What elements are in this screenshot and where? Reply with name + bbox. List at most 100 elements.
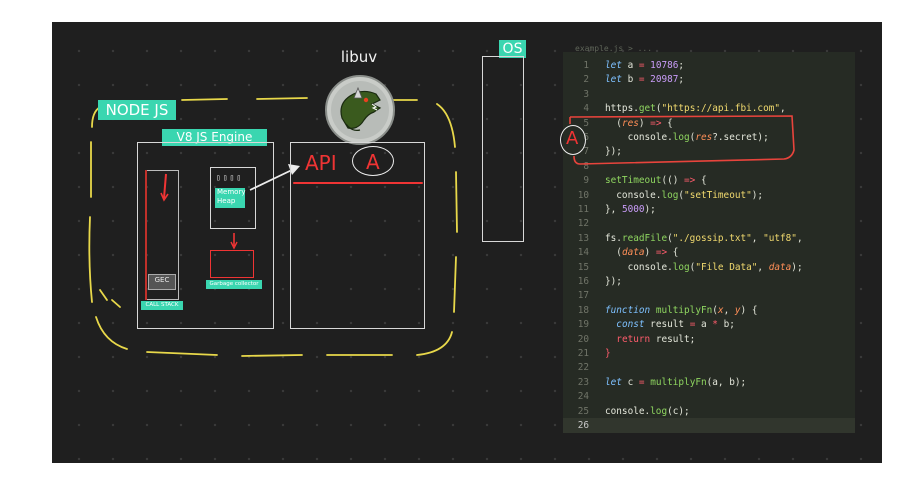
code-token: "File Data" <box>695 261 758 273</box>
line-number: 1 <box>583 60 589 71</box>
code-token <box>605 334 616 345</box>
code-line[interactable]: 22 <box>563 360 855 375</box>
api-box <box>290 142 425 329</box>
line-number: 3 <box>583 88 589 100</box>
line-number: 16 <box>577 276 589 287</box>
code-token <box>605 319 616 330</box>
code-marker-circle <box>560 125 586 155</box>
code-token: => <box>655 247 668 259</box>
os-label: OS <box>499 40 526 58</box>
code-line[interactable]: 19 const result = a * b; <box>563 317 855 332</box>
down-arrow-icon <box>160 173 169 202</box>
code-token: let <box>605 60 622 71</box>
code-token: }, <box>605 204 622 215</box>
code-text: }, 5000); <box>605 202 656 217</box>
code-line[interactable]: 17 <box>563 288 855 303</box>
code-token: b; <box>717 319 735 331</box>
code-token: = <box>638 60 645 71</box>
code-line[interactable]: 15 console.log("File Data", data); <box>563 260 855 275</box>
code-line[interactable]: 21} <box>563 346 855 361</box>
line-number: 23 <box>577 376 589 388</box>
code-token: ); <box>791 261 803 273</box>
code-token: log <box>672 261 690 273</box>
line-number: 14 <box>577 247 589 259</box>
code-token: (a, b); <box>706 376 747 388</box>
code-text: (res) => { <box>605 116 672 131</box>
line-number: 4 <box>583 103 589 115</box>
heap-to-api-arrow-icon <box>249 164 300 191</box>
code-token: result <box>644 319 690 331</box>
code-token: let <box>605 74 622 86</box>
memory-heap-box <box>210 167 256 229</box>
code-token: ) { <box>740 304 758 316</box>
code-line[interactable]: 11}, 5000); <box>563 202 855 217</box>
code-line[interactable]: 16}); <box>563 274 855 289</box>
code-token: console. <box>605 132 673 143</box>
code-token: ( <box>605 117 622 129</box>
code-line[interactable]: 5 (res) => { <box>563 116 855 131</box>
code-token: setTimeout <box>605 175 662 187</box>
code-token: const <box>616 319 645 331</box>
code-line[interactable]: 3 <box>563 87 855 102</box>
gec-label: GEC <box>154 276 170 284</box>
code-token: "utf8" <box>763 232 797 244</box>
code-token: a <box>695 319 713 331</box>
code-token: , <box>796 232 803 244</box>
code-token: } <box>605 348 611 359</box>
call-stack-label: CALL STACK <box>141 301 183 310</box>
code-token: result; <box>650 333 696 345</box>
code-token: (c); <box>667 405 690 417</box>
garbage-collector-box <box>210 250 254 278</box>
code-token: "https://api.fbi.com" <box>661 103 780 115</box>
code-line[interactable]: 10 console.log("setTimeout"); <box>563 188 855 203</box>
node-boundary-dashes <box>88 97 458 357</box>
api-circle <box>352 146 394 176</box>
code-line[interactable]: 7}); <box>563 144 855 159</box>
code-text: console.log(res?.secret); <box>605 130 769 145</box>
code-line[interactable]: 26 <box>563 418 855 433</box>
code-line[interactable]: 8 <box>563 159 855 174</box>
line-number: 24 <box>577 391 589 403</box>
code-token: ( <box>678 189 685 201</box>
code-token: data <box>621 247 645 259</box>
code-text: return result; <box>605 332 695 347</box>
line-number: 20 <box>577 333 589 345</box>
node-js-label: NODE JS <box>98 100 176 120</box>
call-stack-left-red-edge <box>145 170 147 300</box>
code-text: console.log("setTimeout"); <box>605 188 763 203</box>
garbage-collector-label: Garbage collector <box>206 280 262 289</box>
code-token: , <box>723 304 735 316</box>
code-line[interactable]: 24 <box>563 389 855 404</box>
code-token: readFile <box>621 232 668 244</box>
code-token: console. <box>605 189 662 201</box>
code-token: ; <box>678 74 685 86</box>
code-line[interactable]: 20 return result; <box>563 332 855 347</box>
code-token: ( <box>712 304 718 316</box>
code-token: ; <box>678 60 685 71</box>
code-token: }); <box>605 146 622 158</box>
code-token: return <box>616 333 651 345</box>
line-number: 19 <box>577 319 589 331</box>
code-token: x <box>717 304 724 316</box>
line-number: 2 <box>583 74 589 86</box>
code-line[interactable]: 6 console.log(res?.secret); <box>563 130 855 145</box>
code-line[interactable]: 14 (data) => { <box>563 245 855 260</box>
code-token: b <box>621 74 639 86</box>
editor-breadcrumb[interactable]: example.js > ... <box>575 44 653 53</box>
line-number: 13 <box>577 232 589 244</box>
code-token: multiplyFn <box>655 304 713 316</box>
line-number: 7 <box>583 146 589 158</box>
api-label: API <box>305 151 337 175</box>
code-token: ); <box>644 204 656 215</box>
line-number: 22 <box>577 362 589 374</box>
code-line[interactable]: 12 <box>563 216 855 231</box>
